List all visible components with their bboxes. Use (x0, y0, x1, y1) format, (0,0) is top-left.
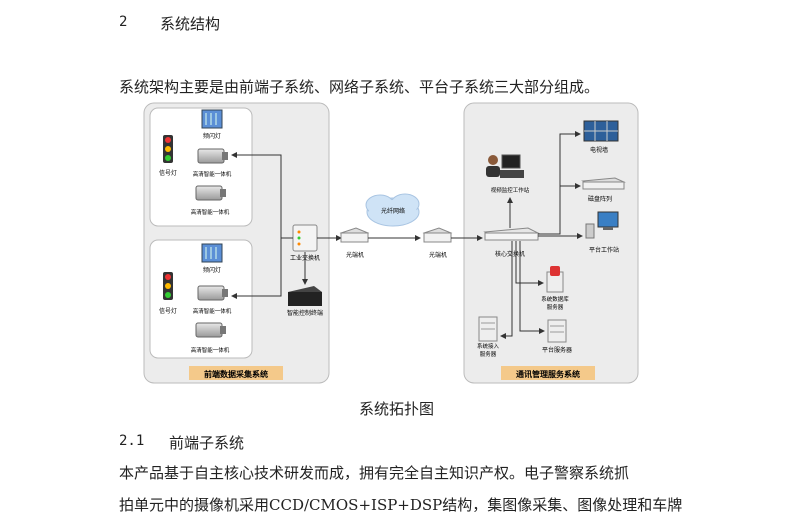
access-server-icon (478, 316, 498, 342)
platform-panel-title: 通讯管理服务系统 (516, 369, 580, 379)
fiber-label: 光纤网络 (381, 207, 405, 215)
db-server-label-line2: 服务器 (547, 303, 564, 311)
frontend-title-bg (189, 366, 283, 380)
camera-label-2b: 高清智能一体机 (191, 346, 230, 354)
camera-label-1b: 高清智能一体机 (191, 208, 230, 216)
signal-label-2: 信号灯 (159, 307, 177, 315)
traffic-light-icon (163, 135, 173, 163)
platform-server-icon (547, 319, 567, 343)
control-terminal-icon (288, 286, 322, 306)
video-workstation-label: 视频监控工作站 (491, 186, 530, 194)
body-line-2: 拍单元中的摄像机采用CCD/CMOS+ISP+DSP结构，集图像采集、图像处理和… (119, 496, 683, 514)
flash-lamp-icon (201, 109, 223, 129)
flash-label-1: 频闪灯 (203, 132, 221, 140)
tv-wall-icon (583, 120, 619, 142)
optical-terminal-icon (339, 227, 370, 243)
disk-array-icon (581, 177, 626, 190)
fiber-cloud-icon (365, 193, 420, 227)
core-switch-label: 核心交换机 (495, 250, 525, 258)
subsection-number: 2.1 (119, 433, 145, 449)
section-title: 系统结构 (160, 15, 221, 33)
workstation-icon (486, 154, 524, 178)
platform-title-bg (501, 366, 595, 380)
optical-label-1: 光端机 (346, 251, 364, 259)
traffic-light-icon (163, 272, 173, 300)
camera-icon (197, 148, 228, 164)
database-server-icon (546, 266, 564, 293)
camera-label-2a: 高清智能一体机 (193, 307, 232, 315)
industrial-switch-icon (292, 224, 318, 252)
flash-label-2: 频闪灯 (203, 266, 221, 274)
platform-server-label: 平台服务器 (542, 346, 572, 354)
optical-label-2: 光端机 (429, 251, 447, 259)
camera-icon (197, 285, 228, 301)
frontend-panel-title: 前端数据采集系统 (204, 369, 268, 379)
optical-terminal-icon (422, 227, 453, 243)
camera-label-1a: 高清智能一体机 (193, 170, 232, 178)
intro-paragraph: 系统架构主要是由前端子系统、网络子系统、平台子系统三大部分组成。 (119, 78, 600, 96)
body-line-1: 本产品基于自主核心技术研发而成，拥有完全自主知识产权。电子警察系统抓 (119, 464, 630, 482)
disk-array-label: 磁盘阵列 (588, 195, 612, 203)
controller-label: 智能控制终端 (287, 309, 323, 317)
access-server-label-line1: 系统接入 (477, 342, 500, 350)
section-number: 2 (119, 14, 128, 30)
platform-workstation-label: 平台工作站 (589, 246, 619, 254)
intersection-box-1 (149, 107, 253, 227)
subsection-title: 前端子系统 (169, 434, 245, 452)
figure-caption: 系统拓扑图 (359, 400, 435, 418)
camera-icon (195, 185, 226, 201)
camera-icon (195, 322, 226, 338)
core-switch-icon (483, 227, 540, 241)
flash-lamp-icon (201, 243, 223, 263)
access-server-label-line2: 服务器 (480, 350, 497, 358)
signal-label-1: 信号灯 (159, 169, 177, 177)
db-server-label-line1: 系统数据库 (541, 295, 569, 303)
tv-wall-label: 电视墙 (590, 146, 608, 154)
workstation-icon (585, 211, 619, 239)
